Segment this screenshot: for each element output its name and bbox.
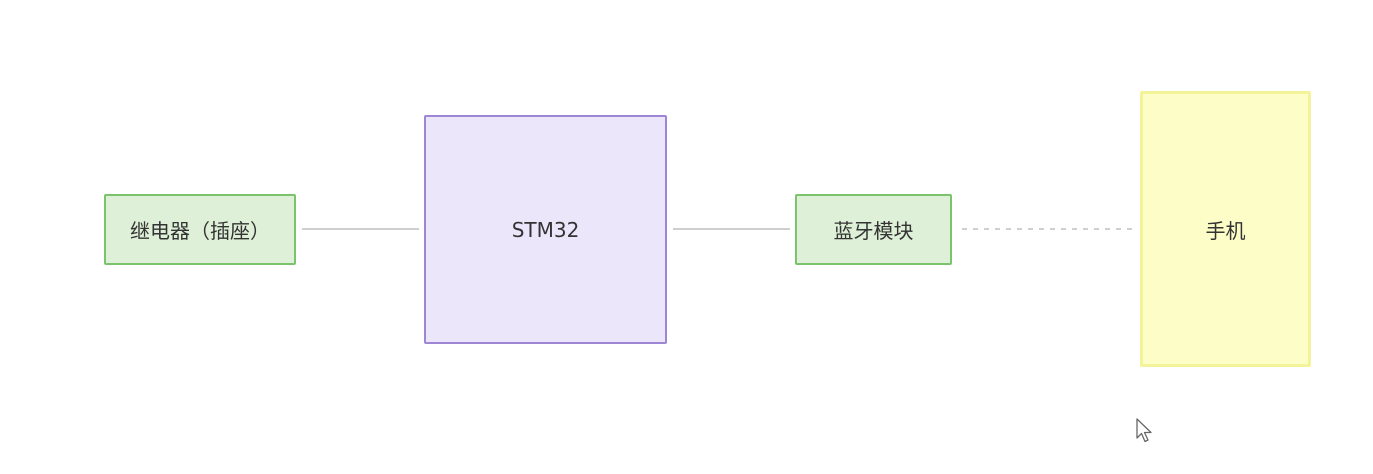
node-relay-label: 继电器（插座） [130,219,270,243]
node-relay-socket: 继电器（插座） [104,194,296,265]
node-phone-label: 手机 [1205,218,1246,243]
node-stm32: STM32 [424,115,667,344]
node-phone: 手机 [1140,91,1311,367]
mouse-pointer-icon [1136,418,1152,443]
node-bluetooth-module: 蓝牙模块 [795,194,952,265]
node-stm32-label: STM32 [511,217,580,242]
node-bluetooth-label: 蓝牙模块 [833,219,914,243]
